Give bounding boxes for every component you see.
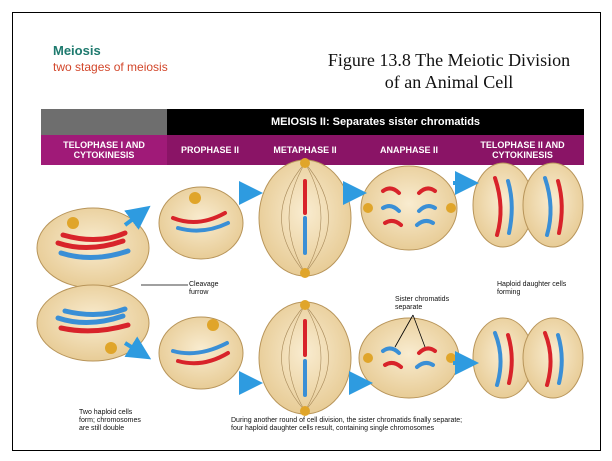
slide: Meiosis two stages of meiosis Figure 13.… <box>12 12 601 451</box>
label-line: four haploid daughter cells result, cont… <box>231 425 462 433</box>
label-line: Sister chromatids <box>395 296 449 304</box>
label-line: furrow <box>189 289 219 297</box>
cleavage-furrow-label: Cleavage furrow <box>189 281 219 297</box>
label-line: During another round of cell division, t… <box>231 417 462 425</box>
label-line: forming <box>497 289 566 297</box>
meiosis-illustration <box>13 13 600 450</box>
label-line: Cleavage <box>189 281 219 289</box>
another-round-label: During another round of cell division, t… <box>231 417 462 433</box>
haploid-forming-label: Haploid daughter cells forming <box>497 281 566 297</box>
anaphase-ii-cells <box>359 166 459 398</box>
label-line: Two haploid cells <box>79 409 141 417</box>
two-haploid-label: Two haploid cells form; chromosomes are … <box>79 409 141 433</box>
label-line: form; chromosomes <box>79 417 141 425</box>
label-line: separate <box>395 304 449 312</box>
label-line: Haploid daughter cells <box>497 281 566 289</box>
sister-chromatids-label: Sister chromatids separate <box>395 296 449 312</box>
label-line: are still double <box>79 425 141 433</box>
metaphase-ii-cells <box>259 158 351 416</box>
